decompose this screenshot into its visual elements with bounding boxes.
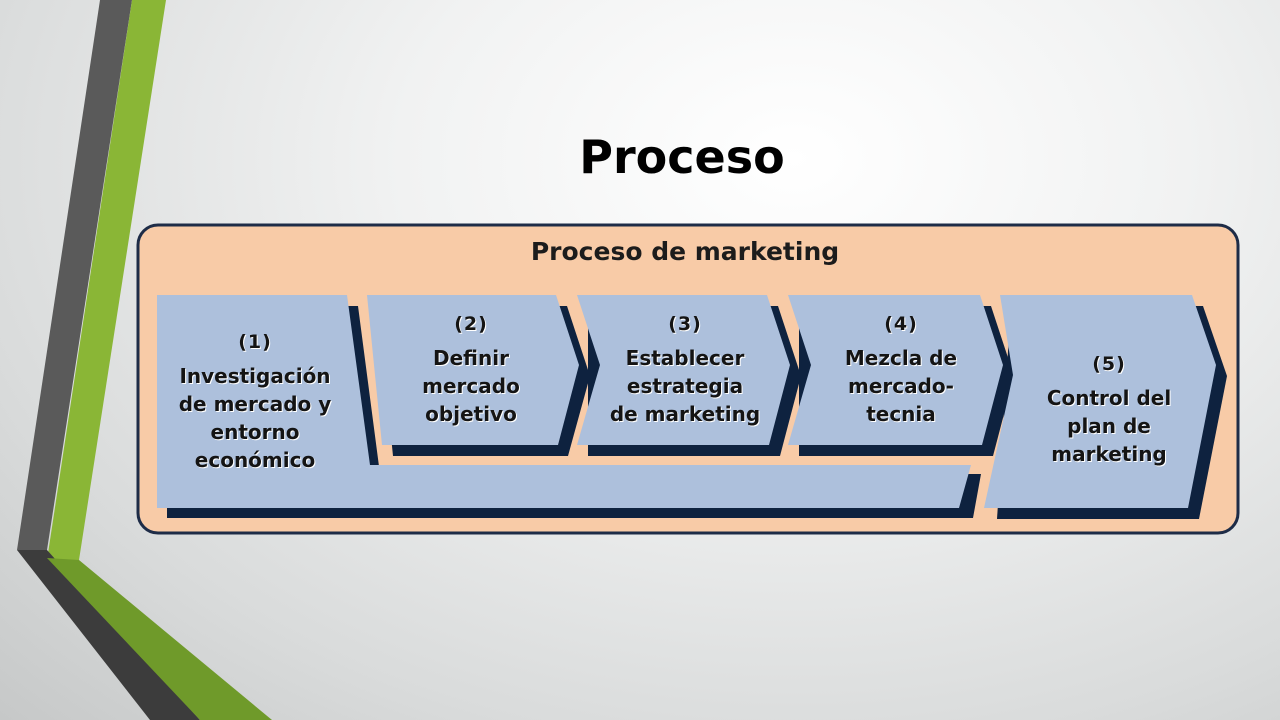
step-2-line: objetivo [425,402,517,426]
step-5-line: plan de [1067,414,1151,438]
step-5-number: (5) [1092,353,1126,375]
step-2-label: (2) Definir mercado objetivo [377,310,565,428]
step-4-number: (4) [884,313,918,335]
step-3-label: (3) Establecer estrategia de marketing [587,310,783,428]
step-1-label: (1) Investigación de mercado y entorno e… [157,328,353,474]
step-1-line: económico [194,448,316,472]
step-3-shape [577,295,790,445]
dark-diagonal [17,550,200,720]
gray-bar [17,0,132,550]
step-5-label: (5) Control del plan de marketing [1011,350,1207,468]
step-1-line: de mercado y [178,392,332,416]
step-2-shape [367,295,579,445]
green-bar [47,0,166,560]
step-5-line: Control del [1046,386,1172,410]
step-4-line: tecnia [866,402,936,426]
step-4-shape [788,295,1003,445]
step-2-line: mercado [422,374,520,398]
marketing-process-diagram: Proceso de marketing (1) Investigación d… [135,222,1242,538]
green-diagonal [47,558,272,720]
step-2-number: (2) [454,313,488,335]
step-3-line: Establecer [625,346,745,370]
diagram-title: Proceso de marketing [530,237,840,266]
step-4-label: (4) Mezcla de mercado- tecnia [803,310,999,428]
step-4-line: mercado- [848,374,954,398]
step-3-number: (3) [668,313,702,335]
step-3-line: de marketing [609,402,761,426]
decorative-bars [17,0,272,720]
diagram-graphic [136,223,1240,535]
step-5-line: marketing [1051,442,1167,466]
step-4-line: Mezcla de [844,346,958,370]
step-3-line: estrategia [626,374,744,398]
step-1-line: Investigación [179,364,331,388]
step-1-number: (1) [238,331,272,353]
step-1-shape [157,295,971,508]
step-2-line: Definir [433,346,509,370]
step-5-shape [984,295,1216,508]
step-1-line: entorno [210,420,300,444]
slide-title: Proceso [579,130,785,184]
